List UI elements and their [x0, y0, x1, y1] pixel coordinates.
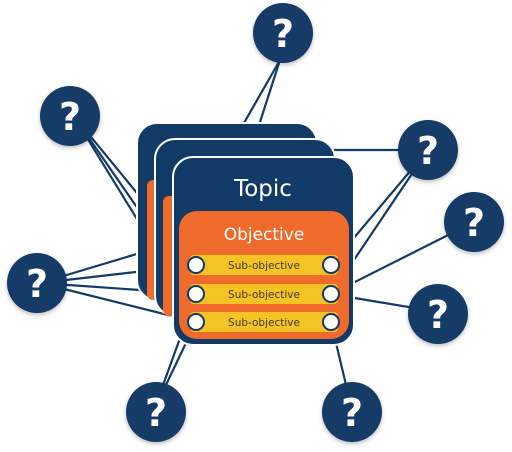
sub-objective-row: Sub-objective: [190, 255, 338, 275]
question-bubble: ?: [322, 382, 382, 442]
question-bubble: ?: [40, 86, 100, 146]
question-mark-icon: ?: [59, 95, 81, 139]
sub-objective-row: Sub-objective: [190, 284, 338, 304]
question-bubble: ?: [7, 253, 67, 313]
sub-objective-label: Sub-objective: [228, 317, 300, 329]
question-bubble: ?: [398, 120, 458, 180]
question-mark-icon: ?: [341, 391, 363, 435]
question-bubbles: ? ? ? ? ? ? ? ?: [7, 3, 504, 442]
connector-dot: [322, 285, 340, 303]
sub-objective-label: Sub-objective: [228, 260, 300, 272]
sub-objective-label: Sub-objective: [228, 289, 300, 301]
sub-objective-row: Sub-objective: [190, 312, 338, 332]
question-mark-icon: ?: [417, 129, 439, 173]
question-mark-icon: ?: [145, 391, 167, 435]
card-front: Topic Objective Sub-objective Sub-object…: [172, 156, 355, 346]
question-bubble: ?: [126, 382, 186, 442]
connector-dot: [322, 313, 340, 331]
connector-dots: [187, 256, 340, 331]
question-mark-icon: ?: [463, 201, 485, 245]
topic-label: Topic: [233, 176, 292, 202]
question-mark-icon: ?: [26, 262, 48, 306]
objective-label: Objective: [224, 225, 305, 245]
question-bubble: ?: [253, 3, 313, 63]
connector-dot: [187, 313, 205, 331]
connector-dot: [187, 256, 205, 274]
question-bubble: ?: [408, 284, 468, 344]
question-bubble: ?: [444, 192, 504, 252]
card-stack: Topic Objective Sub-objective Sub-object…: [136, 122, 355, 346]
question-mark-icon: ?: [272, 12, 294, 56]
connector-dot: [322, 256, 340, 274]
connector-dot: [187, 285, 205, 303]
question-mark-icon: ?: [427, 293, 449, 337]
